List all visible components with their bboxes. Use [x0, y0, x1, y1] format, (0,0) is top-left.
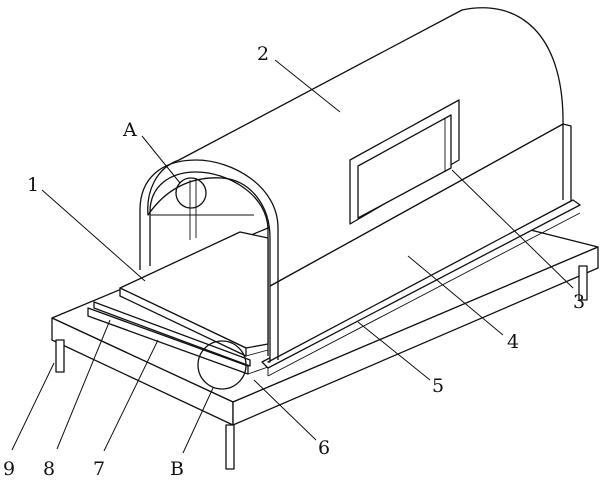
- leader-3: [451, 169, 574, 289]
- leader-b: [182, 387, 214, 454]
- label-7: 7: [93, 458, 105, 480]
- label-6: 6: [318, 437, 330, 459]
- frame-lower-edge: [267, 212, 581, 377]
- leader-2: [274, 59, 341, 113]
- label-a: A: [122, 119, 137, 141]
- arch-outer: [139, 159, 279, 360]
- reference-labels: 1 2 3 4 5 6 7 8 9 A B: [3, 43, 585, 480]
- leader-7: [103, 339, 159, 452]
- support-legs: [55, 265, 588, 470]
- front-arch: [139, 159, 279, 360]
- rail-end-edge: [247, 366, 269, 375]
- leader-5: [357, 321, 431, 381]
- label-3: 3: [573, 291, 585, 313]
- rail-layers: [87, 301, 269, 375]
- sliding-plate-1: [119, 231, 269, 357]
- label-4: 4: [507, 331, 519, 353]
- leader-1: [41, 189, 146, 282]
- leg-right: [578, 265, 588, 301]
- rail-mid-7: [93, 301, 251, 367]
- leader-lines: [11, 59, 574, 454]
- leg-front: [225, 424, 235, 470]
- leader-9: [11, 362, 55, 451]
- leader-8: [56, 319, 111, 450]
- leg-left: [55, 339, 65, 373]
- label-8: 8: [43, 458, 55, 480]
- label-9: 9: [3, 458, 15, 480]
- leader-a: [141, 135, 181, 184]
- detail-circle-a: [175, 177, 207, 209]
- leader-6: [253, 379, 317, 441]
- label-1: 1: [27, 174, 39, 196]
- window-3: [349, 99, 460, 225]
- label-5: 5: [432, 375, 444, 397]
- leader-4: [407, 255, 504, 336]
- label-b: B: [170, 458, 184, 480]
- housing-shell-2: [147, 7, 564, 287]
- label-2: 2: [257, 43, 269, 65]
- plate-side-edge: [245, 349, 269, 357]
- detail-circle-b: [197, 340, 247, 390]
- arch-inner: [149, 171, 269, 356]
- shell-surface: [147, 7, 564, 287]
- base-right-face: [232, 246, 599, 426]
